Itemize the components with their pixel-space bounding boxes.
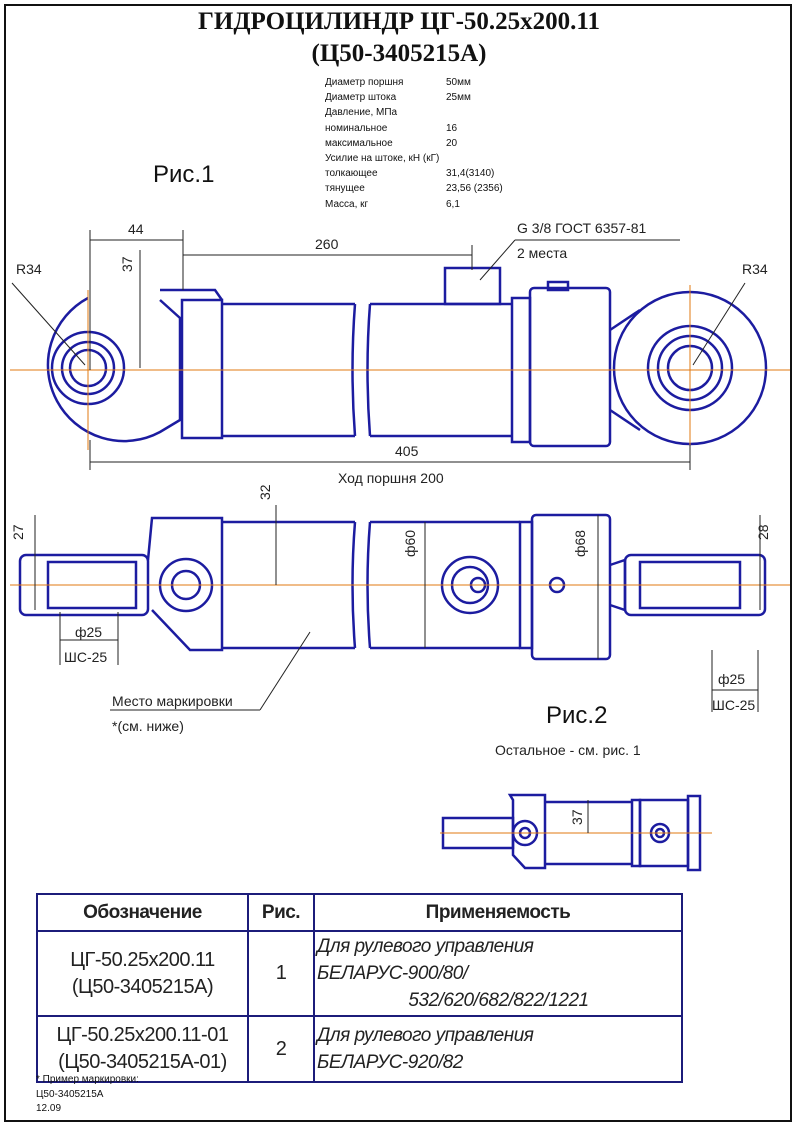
spec-value: 50мм xyxy=(446,77,471,88)
fig1-dimensions xyxy=(11,230,746,470)
applicability-line1: Для рулевого управления БЕЛАРУС-900/80/ xyxy=(317,936,534,984)
spec-label: Усилие на штоке, кН (кГ) xyxy=(325,153,440,164)
designation-part-number: (Ц50-3405215А-01) xyxy=(58,1051,227,1073)
fig2-dim-68: ф68 xyxy=(572,530,588,557)
spec-value: 16 xyxy=(446,122,458,134)
spec-label: максимальное xyxy=(325,137,393,149)
designation-part-number: (Ц50-3405215А) xyxy=(71,975,214,998)
header-figure: Рис. xyxy=(247,893,315,932)
fig1-dim-44: 44 xyxy=(128,221,144,237)
header-applicability: Применяемость xyxy=(313,893,683,932)
applicability-cell: Для рулевого управления БЕЛАРУС-900/80/5… xyxy=(313,930,683,1017)
spec-value: 23,56 (2356) xyxy=(446,183,503,195)
footnote-title: * Пример маркировки: xyxy=(36,1074,139,1085)
figure-cell: 2 xyxy=(247,1015,315,1083)
applicability-cell: Для рулевого управления БЕЛАРУС-920/82 xyxy=(313,1015,683,1083)
spec-label: Диаметр поршня xyxy=(325,77,404,88)
fig2-dim-32: 32 xyxy=(257,484,273,500)
spec-label: номинальное xyxy=(325,122,388,134)
title-line1: ГИДРОЦИЛИНДР ЦГ-50.25x200.11 xyxy=(197,8,601,35)
footnote-marking: Ц50-3405215А xyxy=(36,1089,104,1100)
spec-label: Масса, кг xyxy=(325,198,369,210)
fig1-radius-right: R34 xyxy=(742,261,768,277)
table-row: ЦГ-50.25x200.11 (Ц50-3405215А) 1 Для руле… xyxy=(36,930,683,1017)
fig2-cylinder xyxy=(18,513,767,661)
fig2-dim-28: 28 xyxy=(755,524,771,540)
designation-cell: ЦГ-50.25x200.11 (Ц50-3405215А) xyxy=(36,930,249,1017)
fig2-d25-right: ф25 xyxy=(718,671,745,687)
spec-label: Давление, МПа xyxy=(325,107,398,119)
fig1-cylinder xyxy=(46,266,768,448)
applicability-line2: 532/620/682/822/1221 xyxy=(408,990,589,1011)
fig1-dim-260: 260 xyxy=(315,236,339,252)
fig2-sh-right: ШС-25 xyxy=(712,697,755,713)
spec-label: тянущее xyxy=(325,183,365,195)
fig1-label: Рис.1 xyxy=(153,161,214,188)
table-row: ЦГ-50.25x200.11-01 (Ц50-3405215А-01) 2 Дл… xyxy=(36,1015,683,1083)
fig1-port-thread: G 3/8 ГОСТ 6357-81 xyxy=(517,220,646,236)
fig2-d25-left: ф25 xyxy=(75,624,102,640)
spec-value: 31,4(3140) xyxy=(446,168,495,180)
spec-value: 25мм xyxy=(446,92,471,104)
figure-cell: 1 xyxy=(247,930,315,1017)
designation-code: ЦГ-50.25x200.11 xyxy=(70,948,215,971)
title-line2: (Ц50-3405215А) xyxy=(311,40,487,67)
fig1-axis xyxy=(10,285,790,455)
fig2-marking-note: *(см. ниже) xyxy=(112,718,184,734)
fig2-dim-27: 27 xyxy=(10,524,26,540)
footnote-date: 12.09 xyxy=(36,1103,62,1114)
spec-label: Диаметр штока xyxy=(325,92,397,104)
sheet-frame xyxy=(4,4,792,1122)
spec-value: 6,1 xyxy=(446,198,460,210)
fig2-dimensions xyxy=(34,505,761,712)
table-header: Обозначение Рис. Применяемость xyxy=(36,893,683,932)
fig1-port-count: 2 места xyxy=(517,245,567,261)
fig2-sh-left: ШС-25 xyxy=(64,649,107,665)
applicability-table: Обозначение Рис. Применяемость ЦГ-50.25x… xyxy=(36,893,683,1083)
fig2-label: Рис.2 xyxy=(546,702,607,729)
header-designation: Обозначение xyxy=(36,893,249,932)
designation-code: ЦГ-50.25x200.11-01 xyxy=(56,1024,229,1046)
spec-label: толкающее xyxy=(325,168,378,180)
fig2-note: Остальное - см. рис. 1 xyxy=(495,742,641,758)
designation-cell: ЦГ-50.25x200.11-01 (Ц50-3405215А-01) xyxy=(36,1015,249,1083)
fig1-stroke: Ход поршня 200 xyxy=(338,470,444,486)
fig1-dim-37: 37 xyxy=(119,256,135,272)
fig2-marking-label: Место маркировки xyxy=(112,693,233,709)
spec-value: 20 xyxy=(446,137,458,149)
fig2-dim-60: ф60 xyxy=(402,530,418,557)
fig3-dim-37: 37 xyxy=(569,809,585,825)
fig1-dim-405: 405 xyxy=(395,443,419,459)
fig1-radius-left: R34 xyxy=(16,261,42,277)
